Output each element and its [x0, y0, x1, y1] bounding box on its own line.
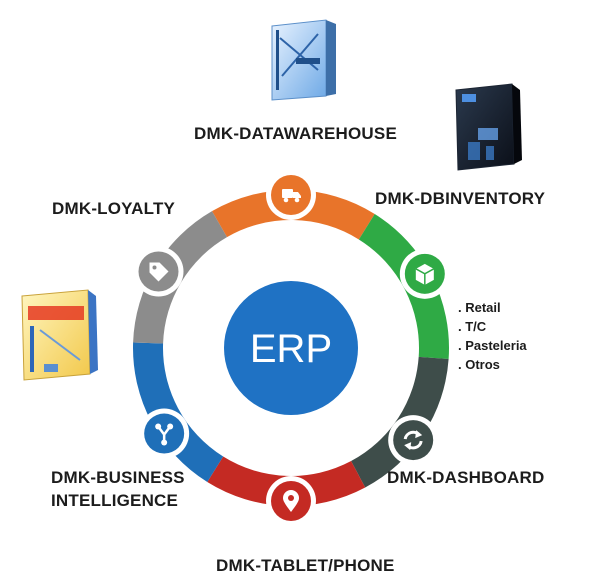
ring-segment-business-intelligence — [133, 342, 224, 482]
package-box-icon — [415, 263, 435, 285]
module-label-datawarehouse: DMK-DATAWAREHOUSE — [194, 124, 397, 143]
module-badge-business-intelligence — [139, 408, 190, 459]
module-badge-dashboard — [388, 415, 439, 466]
erp-center-circle — [224, 281, 358, 415]
refresh-arrows-icon — [403, 430, 423, 451]
module-label-business-intelligence-line1: DMK-BUSINESS — [51, 468, 185, 487]
network-nodes-icon — [155, 423, 174, 446]
inventory-sublist-item: . Otros — [458, 357, 500, 372]
price-tag-icon — [149, 262, 169, 282]
module-label-business-intelligence-line2: INTELLIGENCE — [51, 491, 179, 510]
map-pin-icon — [283, 490, 299, 512]
inventory-sublist-item: . Retail — [458, 300, 501, 315]
erp-center-label: ERP — [250, 327, 332, 371]
module-label-dbinventory: DMK-DBINVENTORY — [375, 189, 546, 208]
dbinventory-product-box — [455, 83, 522, 171]
module-label-dashboard: DMK-DASHBOARD — [387, 468, 545, 487]
module-badge-dbinventory — [399, 248, 450, 299]
module-label-tablet-phone: DMK-TABLET/PHONE — [216, 556, 395, 575]
module-label-loyalty: DMK-LOYALTY — [52, 199, 176, 218]
module-badge-loyalty — [133, 246, 184, 297]
inventory-sublist-item: . T/C — [458, 319, 487, 334]
datawarehouse-product-box — [271, 19, 336, 101]
loyalty-product-box — [21, 289, 98, 381]
inventory-sublist: . Retail . T/C . Pasteleria . Otros — [458, 298, 527, 374]
inventory-sublist-item: . Pasteleria — [458, 338, 527, 353]
delivery-truck-icon — [282, 189, 301, 203]
module-badge-tablet-phone — [266, 476, 316, 526]
module-badge-datawarehouse — [266, 170, 316, 220]
